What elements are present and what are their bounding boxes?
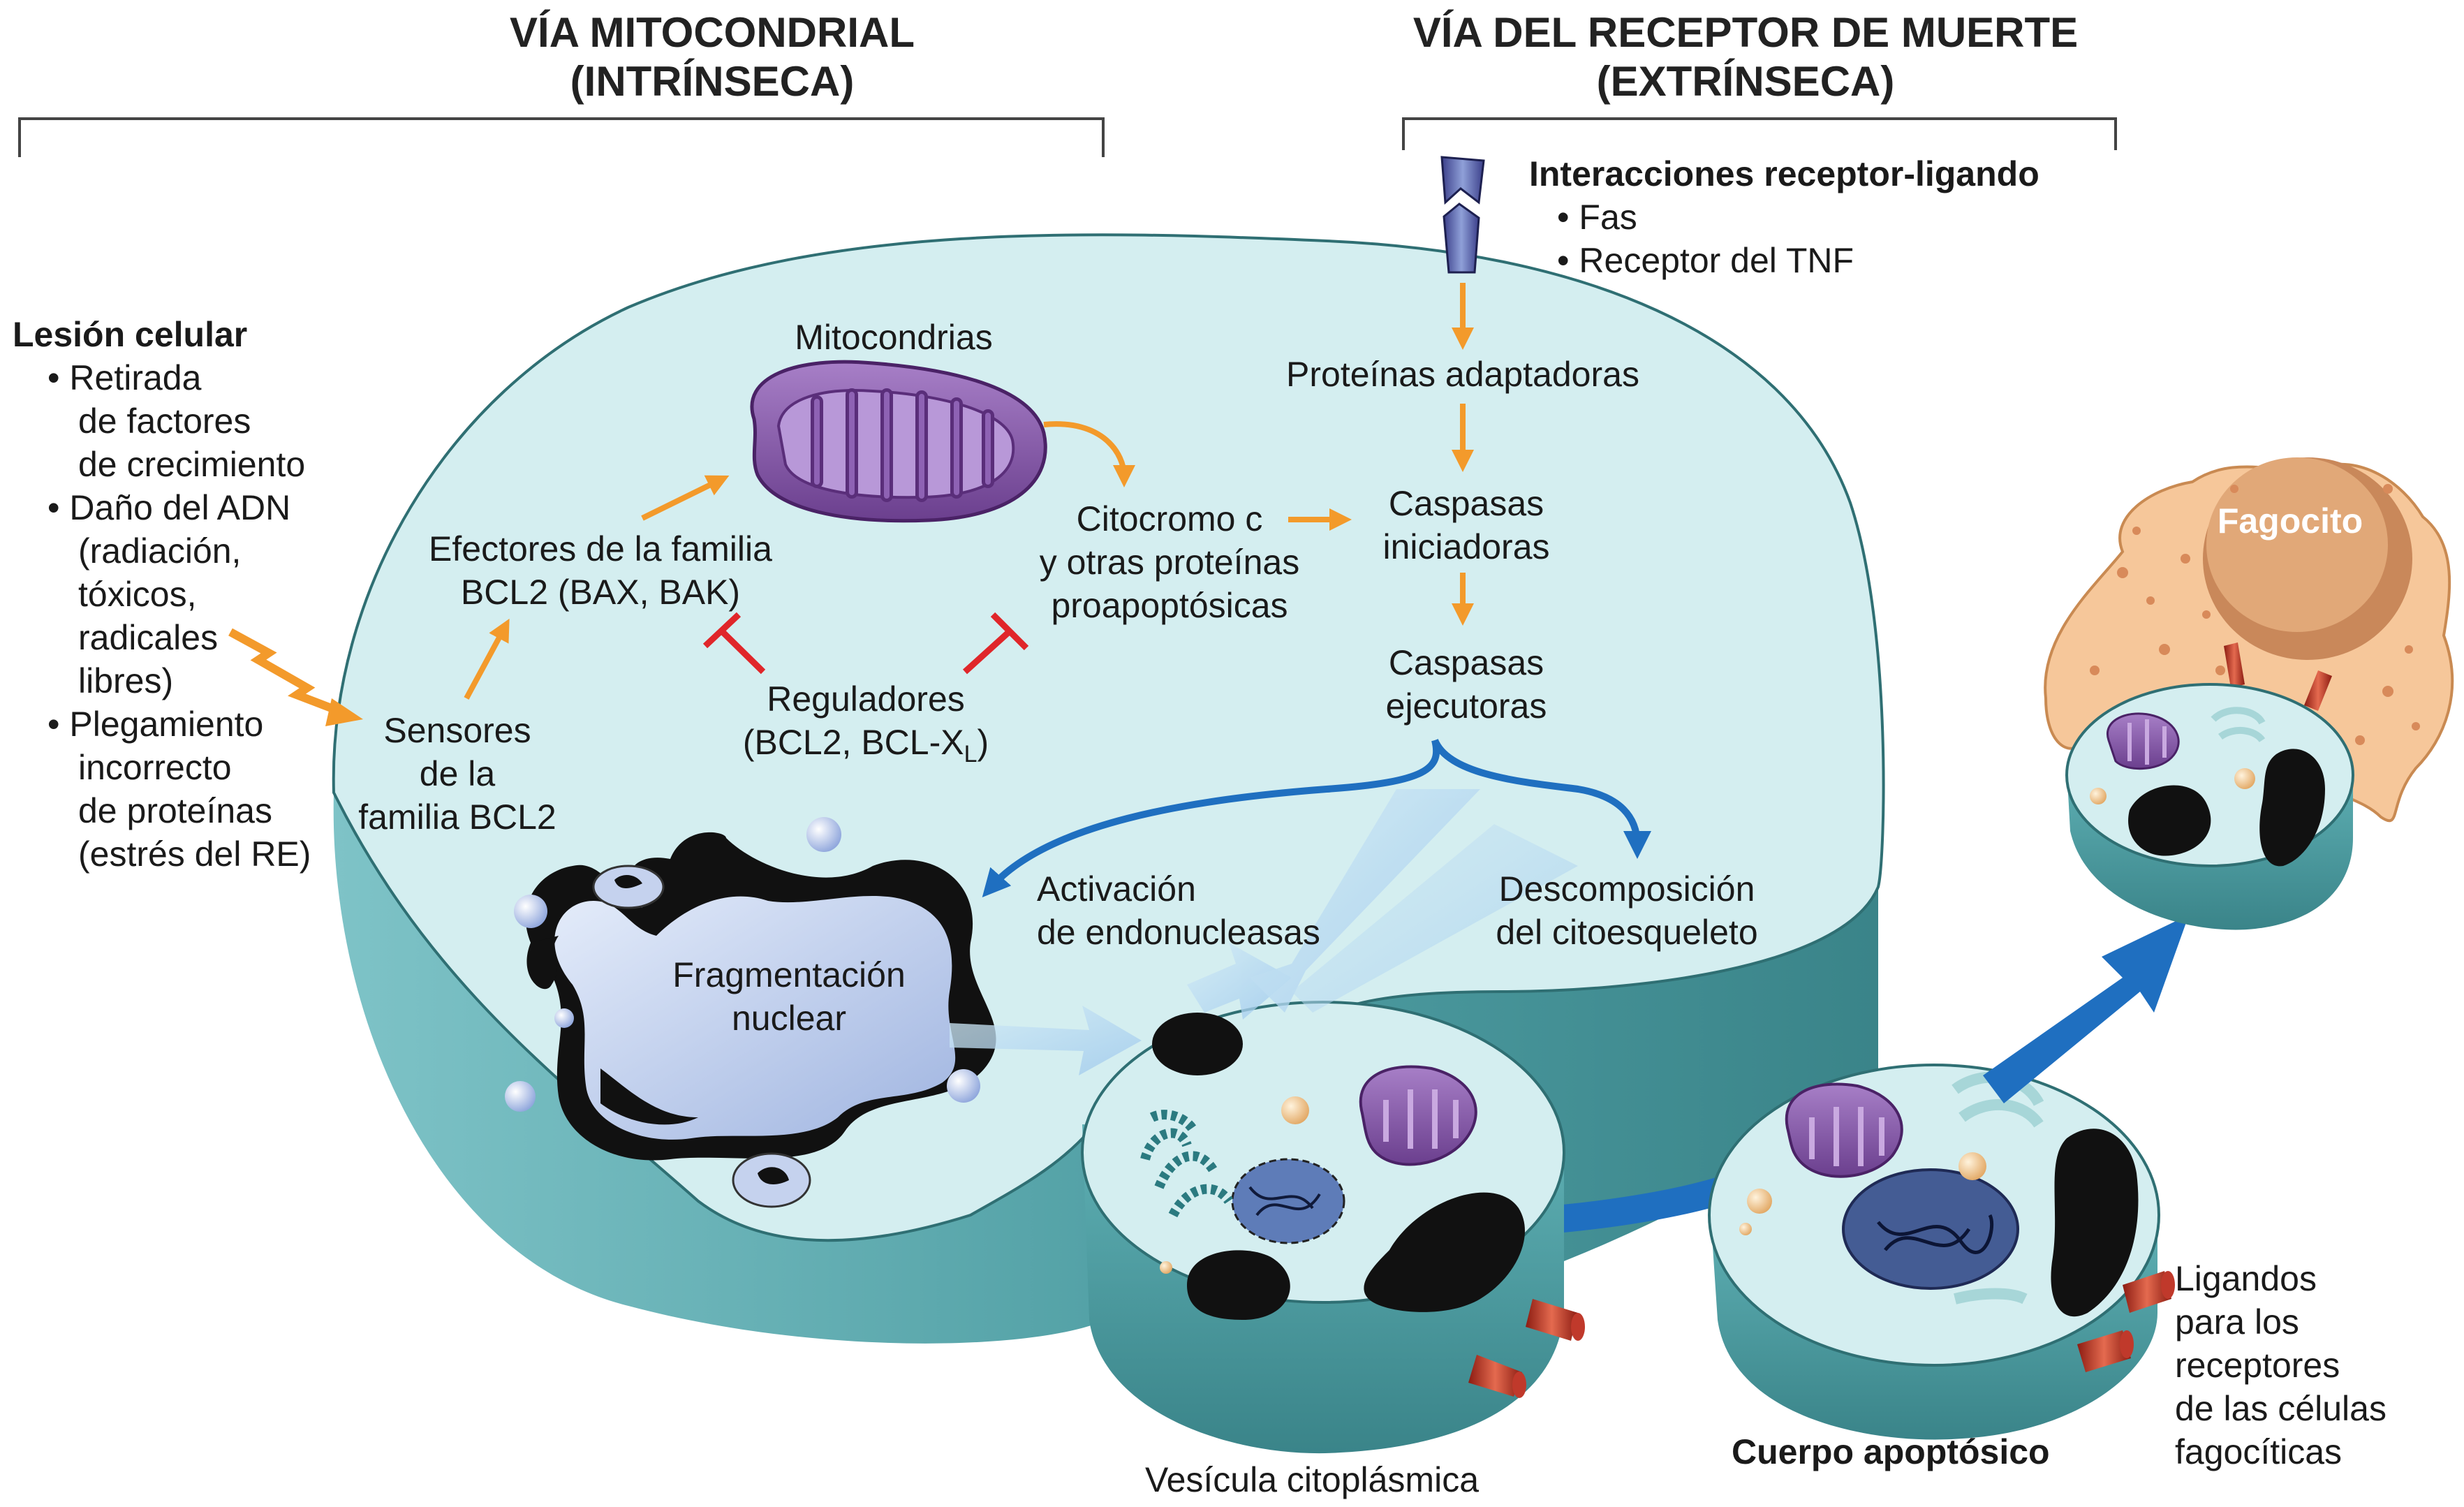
receptor-ligand-block: Interacciones receptor-ligando • Fas • R… — [1529, 152, 2157, 282]
injury-item-misfolding-line4: (estrés del RE) — [78, 835, 311, 874]
mitochondria-label: Mitocondrias — [795, 318, 993, 357]
wide-arrows — [950, 789, 1578, 1075]
branch-arrows — [982, 738, 1651, 897]
extrinsic-header-line2: (EXTRÍNSECA) — [1596, 58, 1895, 105]
cytoskeleton-line1: Descomposición — [1498, 869, 1755, 909]
cytoplasmic-vesicle — [1081, 1001, 1585, 1454]
bcl2-sensors-line2: de la — [419, 754, 496, 793]
injury-item-growth-factors-line2: de factores — [78, 402, 251, 441]
endonuclease-line1: Activación — [1037, 869, 1196, 909]
bcl2-sensors-label: Sensores de la familia BCL2 — [335, 709, 580, 839]
injury-item-growth-factors-line3: de crecimiento — [78, 445, 306, 484]
intrinsic-header-line1: VÍA MITOCONDRIAL — [510, 9, 915, 56]
ligands-line5: fagocíticas — [2175, 1432, 2343, 1471]
initiator-caspases-label: Caspasas iniciadoras — [1341, 482, 1592, 568]
injury-item-misfolding-line3: de proteínas — [78, 791, 272, 830]
injury-item-dna-damage-line1: Daño del ADN — [69, 488, 291, 527]
nuclear-fragmentation-line1: Fragmentación — [672, 955, 906, 994]
initiator-caspases-line2: iniciadoras — [1382, 527, 1550, 566]
cytoskeleton-line2: del citoesqueleto — [1496, 913, 1758, 952]
extrinsic-header-line1: VÍA DEL RECEPTOR DE MUERTE — [1412, 9, 2079, 56]
inhibition-lines — [702, 612, 1029, 675]
phagocyte — [2044, 457, 2454, 823]
cell-injury-block: Lesión celular • Retirada de factores de… — [13, 313, 341, 876]
receptor-item-fas-text: Fas — [1579, 198, 1637, 237]
cytochrome-c-label: Citocromo c y otras proteínas proapoptós… — [1023, 497, 1316, 627]
apoptotic-body — [1708, 1064, 2175, 1440]
phagocyte-ligands-label: Ligandos para los receptores de las célu… — [2175, 1257, 2440, 1473]
endonuclease-activation-label: Activación de endonucleasas — [1037, 867, 1372, 954]
injury-item-growth-factors-line1: Retirada — [69, 358, 202, 397]
fragmented-nucleus — [505, 817, 996, 1208]
regulators-line2: (BCL2, BCL-XL) — [705, 721, 1026, 776]
cytoskeleton-breakdown-label: Descomposición del citoesqueleto — [1459, 867, 1794, 954]
injury-item-dna-damage-line2: (radiación, — [78, 531, 242, 571]
ligands-line1: Ligandos — [2175, 1259, 2317, 1298]
receptor-ligand-list: • Fas • Receptor del TNF — [1529, 196, 2157, 282]
mitochondrion-graphic — [750, 360, 1047, 523]
intrinsic-bracket — [18, 117, 1105, 157]
injury-item-growth-factors: • Retirada de factores de crecimiento — [47, 358, 306, 484]
injury-item-dna-damage-line3: tóxicos, — [78, 575, 197, 614]
executioner-caspases-label: Caspasas ejecutoras — [1341, 641, 1592, 728]
regulators-line1: Reguladores — [767, 679, 965, 719]
bcl2-sensors-line3: familia BCL2 — [358, 797, 556, 837]
cytochrome-c-line2: y otras proteínas — [1039, 543, 1300, 582]
extrinsic-header: VÍA DEL RECEPTOR DE MUERTE (EXTRÍNSECA) — [1362, 8, 2130, 106]
injury-item-dna-damage-line4: radicales — [78, 618, 219, 657]
death-receptor — [1440, 156, 1485, 274]
injury-bolt — [228, 628, 350, 719]
injury-item-misfolding: • Plegamiento incorrecto de proteínas (e… — [47, 705, 311, 874]
injury-item-misfolding-line1: Plegamiento — [69, 705, 264, 744]
ligands-line2: para los — [2175, 1302, 2299, 1341]
initiator-caspases-line1: Caspasas — [1388, 484, 1544, 523]
executioner-caspases-line1: Caspasas — [1388, 643, 1544, 682]
cytochrome-c-line3: proapoptósicas — [1051, 586, 1288, 625]
receptor-ligand-title: Interacciones receptor-ligando — [1529, 154, 2039, 193]
intrinsic-header: VÍA MITOCONDRIAL (INTRÍNSECA) — [293, 8, 1131, 106]
cell-injury-title: Lesión celular — [13, 315, 248, 354]
adaptor-proteins-label: Proteínas adaptadoras — [1286, 355, 1639, 394]
injury-item-misfolding-line2: incorrecto — [78, 748, 232, 787]
apoptotic-body-label: Cuerpo apoptósico — [1732, 1432, 2050, 1471]
extrinsic-bracket — [1402, 117, 2117, 150]
receptor-item-tnf-text: Receptor del TNF — [1579, 241, 1854, 280]
intrinsic-header-line2: (INTRÍNSECA) — [570, 58, 855, 105]
orange-arrows — [464, 283, 1474, 700]
engulfed-body — [2065, 683, 2354, 930]
nuclear-fragmentation-label: Fragmentación nuclear — [628, 953, 950, 1040]
cytoplasmic-vesicle-label: Vesícula citoplásmica — [1145, 1460, 1480, 1499]
regulators-line2-text: (BCL2, BCL-X — [742, 723, 964, 762]
ligands-line3: receptores — [2175, 1346, 2340, 1385]
receptor-item-tnf: • Receptor del TNF — [1557, 241, 1854, 280]
ligands-line4: de las células — [2175, 1389, 2386, 1428]
endonuclease-line2: de endonucleasas — [1037, 913, 1320, 952]
bcl2-sensors-line1: Sensores — [383, 711, 531, 750]
executioner-caspases-line2: ejecutoras — [1385, 686, 1547, 726]
engulfment-arrow — [1983, 915, 2189, 1103]
receptor-item-fas: • Fas — [1557, 198, 1637, 237]
regulators-subscript: L — [964, 741, 978, 767]
injury-item-dna-damage-line5: libres) — [78, 661, 174, 700]
cell-injury-list: • Retirada de factores de crecimiento • … — [13, 356, 341, 876]
bcl2-effectors-label: Efectores de la familia BCL2 (BAX, BAK) — [391, 527, 810, 614]
regulators-close: ) — [977, 723, 989, 762]
regulators-label: Reguladores (BCL2, BCL-XL) — [705, 677, 1026, 776]
nuclear-fragmentation-line2: nuclear — [732, 999, 846, 1038]
cytochrome-c-line1: Citocromo c — [1076, 499, 1263, 538]
phagocyte-label: Fagocito — [2217, 501, 2363, 541]
bcl2-effectors-line2: BCL2 (BAX, BAK) — [460, 573, 741, 612]
injury-item-dna-damage: • Daño del ADN (radiación, tóxicos, radi… — [47, 488, 291, 700]
bcl2-effectors-line1: Efectores de la familia — [429, 529, 772, 568]
